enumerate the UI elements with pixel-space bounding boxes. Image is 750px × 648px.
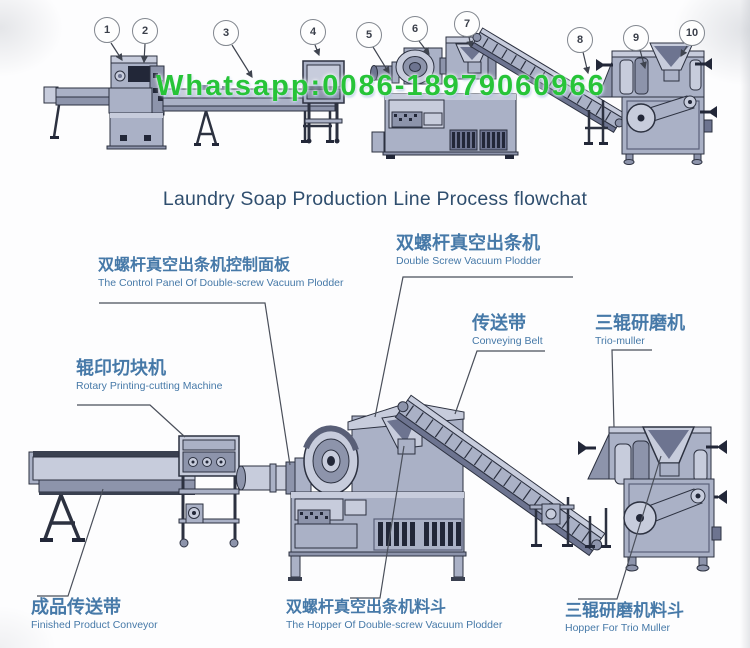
label-conveying-belt: 传送带 Conveying Belt xyxy=(472,314,543,347)
callout-6: 6 xyxy=(402,16,428,42)
label-rotary-cutter: 辊印切块机 Rotary Printing-cutting Machine xyxy=(76,359,222,392)
bottom-line-illustration xyxy=(28,276,727,600)
callout-5: 5 xyxy=(356,22,382,48)
callout-3: 3 xyxy=(213,20,239,46)
label-plodder-hopper-cn: 双螺杆真空出条机料斗 xyxy=(286,599,447,616)
label-trio-hopper: 三辊研磨机料斗 Hopper For Trio Muller xyxy=(565,602,684,634)
callout-9: 9 xyxy=(623,25,649,51)
label-finished-conveyor-en: Finished Product Conveyor xyxy=(31,618,158,631)
label-control-panel: 双螺杆真空出条机控制面板 The Control Panel Of Double… xyxy=(98,257,344,289)
label-finished-conveyor-cn: 成品传送带 xyxy=(31,597,121,617)
callout-4: 4 xyxy=(300,19,326,45)
label-conveying-belt-cn: 传送带 xyxy=(472,313,526,333)
wrapping-machine-illustration xyxy=(43,55,167,150)
trio-muller-illustration xyxy=(578,426,727,572)
label-trio-muller: 三辊研磨机 Trio-muller xyxy=(595,314,685,347)
label-trio-muller-en: Trio-muller xyxy=(595,334,645,347)
label-finished-conveyor: 成品传送带 Finished Product Conveyor xyxy=(31,598,158,631)
label-control-panel-en: The Control Panel Of Double-screw Vacuum… xyxy=(98,276,344,289)
label-leader-lines xyxy=(37,276,662,600)
label-vacuum-plodder-en: Double Screw Vacuum Plodder xyxy=(396,254,542,267)
top-trio-muller-illustration xyxy=(596,42,717,165)
callout-arrows xyxy=(110,36,688,79)
label-rotary-cutter-cn: 辊印切块机 xyxy=(76,358,166,378)
label-control-panel-cn: 双螺杆真空出条机控制面板 xyxy=(98,257,291,274)
diagram-title: Laundry Soap Production Line Process flo… xyxy=(162,188,588,210)
label-plodder-hopper-en: The Hopper Of Double-screw Vacuum Plodde… xyxy=(286,618,503,631)
label-rotary-cutter-en: Rotary Printing-cutting Machine xyxy=(76,379,223,392)
label-trio-hopper-en: Hopper For Trio Muller xyxy=(565,621,671,634)
label-plodder-hopper: 双螺杆真空出条机料斗 The Hopper Of Double-screw Va… xyxy=(286,599,503,631)
conveying-belt-illustration xyxy=(394,394,611,557)
label-conveying-belt-en: Conveying Belt xyxy=(472,334,543,347)
callout-1: 1 xyxy=(94,17,120,43)
callout-2: 2 xyxy=(132,18,158,44)
top-plodder-illustration xyxy=(370,36,519,159)
rotary-cutter-illustration xyxy=(178,435,240,548)
top-inclined-conveyor-illustration xyxy=(470,27,626,145)
label-trio-muller-cn: 三辊研磨机 xyxy=(595,313,685,333)
control-monitor-illustration xyxy=(302,60,345,144)
label-vacuum-plodder: 双螺杆真空出条机 Double Screw Vacuum Plodder xyxy=(396,234,541,267)
callout-8: 8 xyxy=(567,27,593,53)
finished-conveyor-illustration xyxy=(28,451,196,542)
top-line-illustration xyxy=(43,27,717,165)
callout-7: 7 xyxy=(454,11,480,37)
label-vacuum-plodder-cn: 双螺杆真空出条机 xyxy=(396,233,540,253)
watermark-text: Whatsapp:0086-18979060966 xyxy=(156,70,606,102)
label-trio-hopper-cn: 三辊研磨机料斗 xyxy=(565,601,684,620)
callout-10: 10 xyxy=(679,20,705,46)
plodder-nozzle-illustration xyxy=(236,457,312,497)
